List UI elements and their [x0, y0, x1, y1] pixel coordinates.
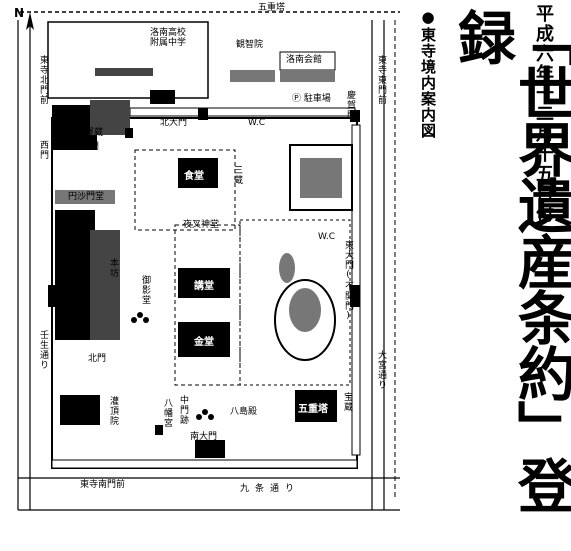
gate-marker	[198, 108, 208, 120]
gate-marker	[125, 128, 133, 138]
pond-island	[289, 288, 321, 332]
rakunan-hall-label: 洛南会館	[286, 55, 323, 65]
gate-marker	[155, 425, 163, 435]
tree-icon	[202, 409, 208, 415]
kondo-hall	[178, 322, 230, 357]
yasha-label: 夜叉神堂	[183, 220, 220, 230]
hachiman-label: 八幡宮	[162, 398, 172, 428]
top-road-label: 五重塔	[258, 3, 286, 13]
kondo-label: 金堂	[194, 337, 214, 348]
honbo-building	[90, 230, 120, 340]
renge-label: 蓮花門	[72, 142, 100, 152]
legend-title: ●東寺境内案内図	[419, 8, 437, 139]
nandaimon-gate	[195, 440, 225, 458]
east-north-gate-east-label: 東寺東門前	[376, 55, 386, 105]
tree-icon	[137, 312, 143, 318]
gate-marker	[350, 110, 360, 122]
south-wall	[51, 459, 358, 469]
school-boundary	[47, 21, 209, 99]
sanokura-label: 三蔵	[232, 165, 242, 185]
honbo-label: 本坊	[108, 258, 118, 278]
parking-label: Ⓟ 駐車場	[292, 94, 331, 104]
tree-icon	[196, 414, 202, 420]
keigamon-label: 慶賀門	[345, 90, 355, 120]
tree-icon	[131, 317, 137, 323]
goei-label: 御影堂	[140, 275, 150, 305]
kyozo-label: 経蔵	[85, 128, 104, 138]
honbo-building	[55, 210, 95, 340]
higashi-daimon-label: 東大門(不開門)	[343, 240, 353, 322]
gojuto-label: 五重塔	[298, 404, 328, 415]
jikido-hall	[178, 158, 218, 188]
ensa-hall	[55, 190, 115, 204]
kitamon-label: 北門	[88, 354, 107, 364]
kodo-label: 講堂	[194, 281, 214, 292]
jikido-label: 食堂	[184, 171, 204, 182]
east-north-gate-west-label: 東寺北門前	[38, 55, 48, 105]
north-building	[150, 90, 175, 104]
kujo-label: 九条通り	[240, 484, 301, 494]
wc1-label: W.C	[248, 118, 266, 128]
school-label: 洛南高校 附属中学	[150, 28, 187, 48]
heritage-title: 「世界遺産条約」登録	[448, 8, 571, 512]
hojo-label: 宝蔵	[342, 392, 352, 412]
kitadaimon-label: 北大門	[160, 118, 188, 128]
pond-island	[279, 253, 295, 283]
north-building	[280, 70, 335, 82]
kangeikai-label: 灌頂院	[108, 396, 118, 426]
kodo-hall	[178, 268, 230, 298]
gate-marker	[350, 285, 360, 307]
west-building	[90, 100, 130, 135]
ensa-label: 円沙門堂	[68, 192, 105, 202]
west-building	[52, 105, 97, 150]
lecture-courtyard	[174, 224, 241, 386]
omiya-label: 大宮通り	[376, 350, 386, 390]
north-building	[230, 70, 275, 82]
gojuto-pagoda	[295, 390, 337, 422]
gate-marker	[48, 285, 58, 307]
kanchiin-label: 観智院	[236, 40, 264, 50]
tree-icon	[143, 317, 149, 323]
treasure-hall	[300, 158, 342, 198]
date-line: 平成六年十二月十五日付	[533, 4, 554, 224]
north-wall	[129, 107, 356, 117]
nishimon-label: 西門	[38, 140, 48, 160]
mibu-label: 壬生通り	[38, 330, 48, 370]
compass-n: N	[14, 6, 25, 20]
nandaimon-label: 南大門	[190, 432, 218, 442]
east-south-gate-label: 東寺南門前	[80, 480, 126, 490]
hachido-label: 八島殿	[230, 407, 258, 417]
kangeikai-building	[60, 395, 100, 425]
tree-icon	[208, 414, 214, 420]
inner-courtyard	[134, 149, 236, 231]
north-building	[95, 68, 153, 76]
north-arrow-icon	[26, 12, 34, 30]
chumon-label: 中門跡	[178, 395, 188, 425]
temple-map	[17, 11, 400, 511]
wc2-label: W.C	[318, 232, 336, 242]
